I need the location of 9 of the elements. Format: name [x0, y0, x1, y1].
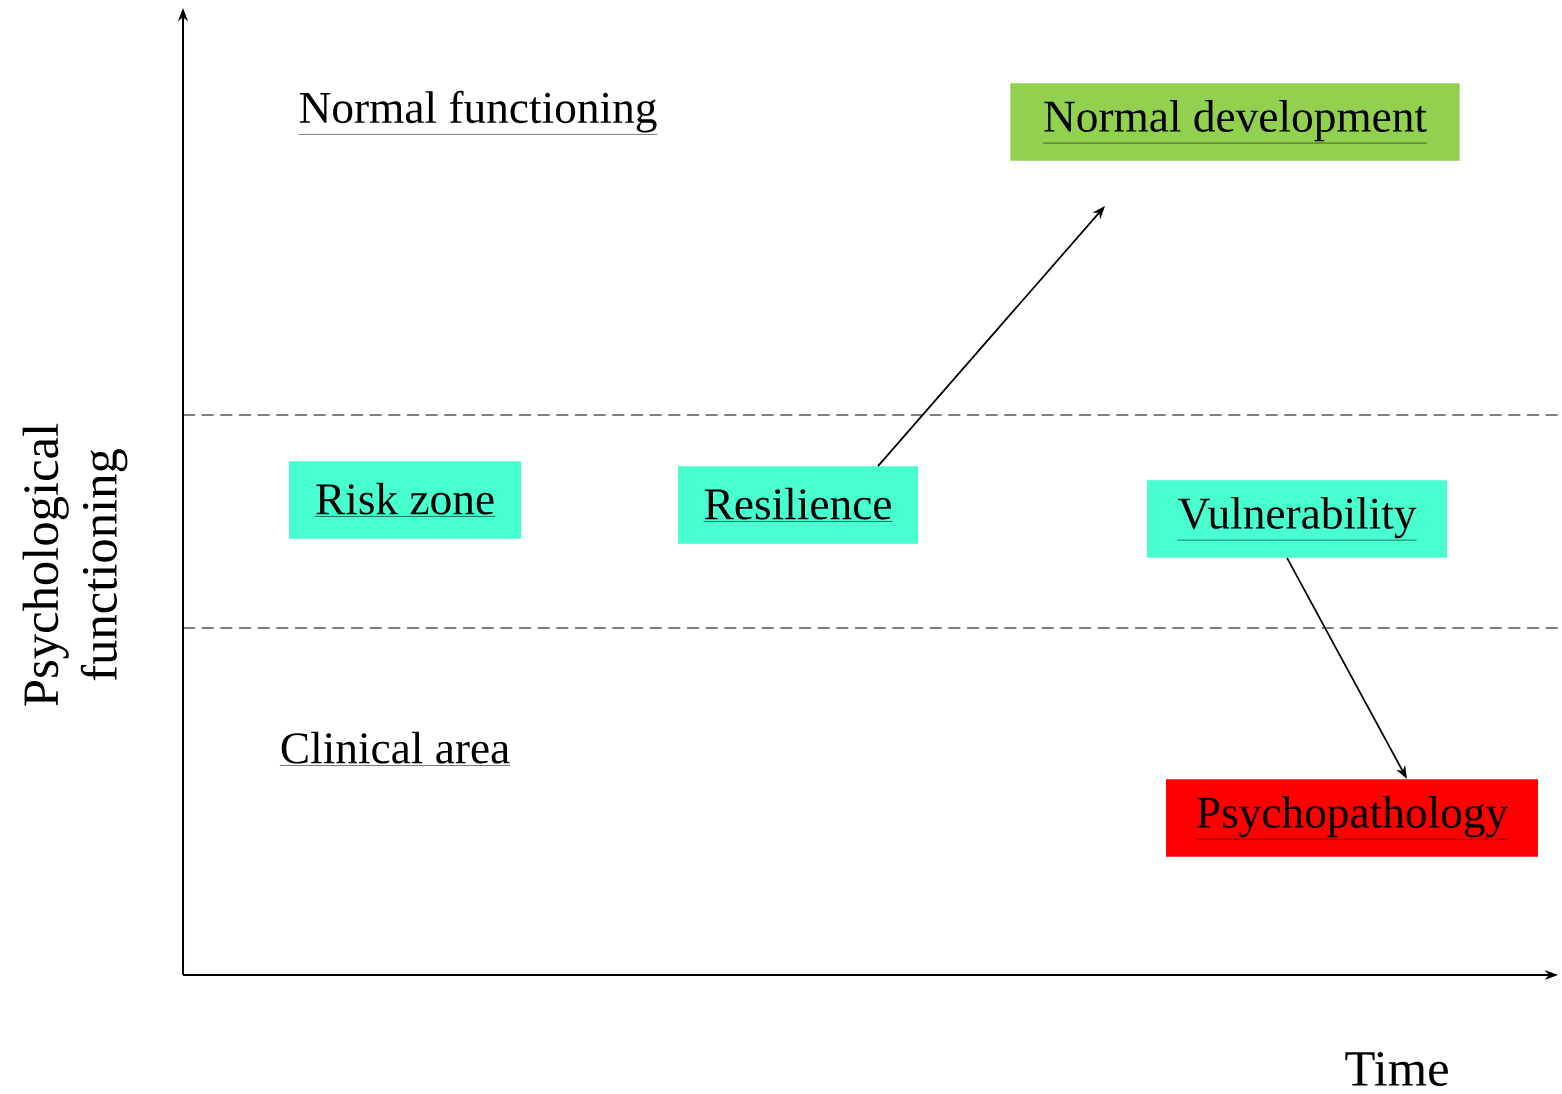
state-box: Psychopathology: [1166, 779, 1538, 857]
axis-label: Psychological functioning: [22, 423, 128, 706]
clinical-area-label: Clinical area: [279, 731, 511, 766]
state-box: Normal development: [1010, 83, 1460, 161]
state-box: Vulnerability: [1147, 480, 1447, 558]
normal-functioning-label: Normal functioning: [298, 90, 658, 135]
state-box: Risk zone: [289, 461, 521, 539]
state-box: Resilience: [678, 466, 918, 544]
axis-label: Time: [1345, 1052, 1448, 1087]
